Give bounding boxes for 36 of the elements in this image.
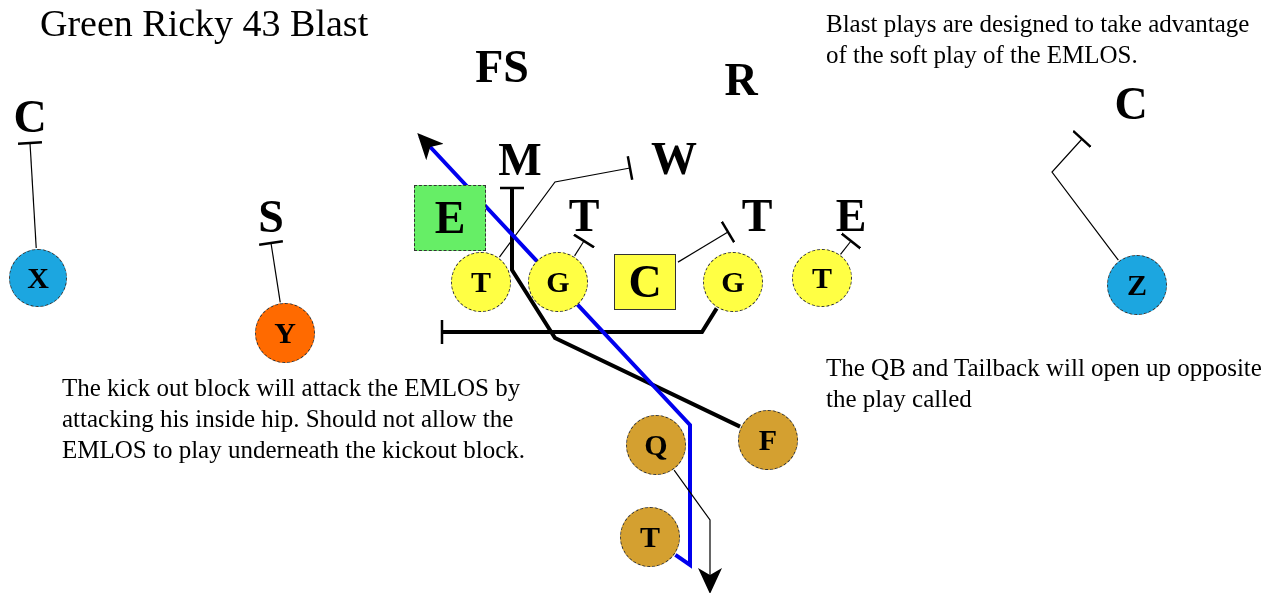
defender-label: R	[718, 55, 764, 105]
player-circle: Y	[255, 303, 315, 363]
player-circle: F	[738, 410, 798, 470]
defender-label: T	[738, 193, 776, 239]
defender-label: C	[8, 93, 52, 141]
defender-label: FS	[466, 44, 538, 90]
player-circle: T	[792, 249, 852, 307]
route-arrow	[673, 469, 722, 593]
defender-label: E	[832, 193, 870, 239]
block-line	[677, 220, 736, 263]
block-line	[498, 154, 634, 258]
defender-label: S	[254, 193, 288, 241]
block-line	[572, 233, 596, 257]
defender-label: C	[1108, 80, 1154, 128]
defender-label: W	[643, 134, 705, 184]
block-line	[498, 186, 741, 429]
block-line	[440, 307, 719, 346]
defender-label: T	[565, 193, 603, 239]
player-circle: X	[9, 249, 67, 307]
player-circle: T	[451, 252, 511, 312]
note-text: Blast plays are designed to take advantage of the soft play of the EMLOS.	[826, 9, 1251, 70]
defender-label: M	[492, 136, 548, 184]
block-line	[257, 239, 285, 303]
note-text: The QB and Tailback will open up opposite the play called	[826, 353, 1263, 414]
block-line	[1051, 129, 1119, 261]
player-circle: G	[528, 252, 588, 312]
player-circle: Q	[626, 415, 686, 475]
title: Green Ricky 43 Blast	[40, 2, 369, 44]
note-text: The kick out block will attack the EMLOS by attacking his inside hip. Should not allow the EMLOS to play underneath the kickout block.	[62, 373, 527, 465]
player-box: C	[614, 254, 676, 310]
block-line	[839, 232, 862, 255]
player-circle: G	[703, 252, 763, 312]
block-line	[16, 141, 44, 249]
player-circle: Z	[1107, 255, 1167, 315]
player-circle: T	[620, 507, 680, 567]
player-box: E	[414, 185, 486, 251]
